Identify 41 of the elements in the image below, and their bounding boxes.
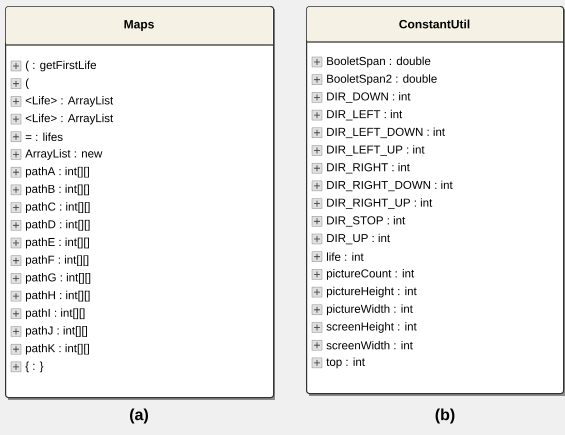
attribute-text: pathH : int[][] <box>26 290 90 302</box>
attribute-text: pathJ : int[][] <box>26 326 88 337</box>
attribute-text: DIR_LEFT_UP : int <box>327 145 425 156</box>
class-name: Maps <box>124 20 154 31</box>
attribute-text: DIR_UP : int <box>327 234 390 244</box>
attribute-text: pathE : int[][] <box>26 238 89 248</box>
attribute-text: ArrayList : new <box>25 149 102 160</box>
attribute-text: DIR_RIGHT_DOWN : int <box>327 180 453 192</box>
attribute-text: BooletSpan : double <box>327 56 430 68</box>
attribute-text: pathB : int[][] <box>26 184 89 196</box>
attribute-text: = : lifes <box>26 132 63 142</box>
attribute-text: pictureHeight : int <box>326 286 417 298</box>
attribute-text: pathD : int[][] <box>26 220 90 231</box>
class-box <box>5 6 275 400</box>
class-name: ConstantUtil <box>399 20 470 28</box>
attribute-text: pathG : int[][] <box>26 273 90 284</box>
attribute-text: DIR_RIGHT_UP : int <box>327 198 432 209</box>
attribute-text: pathC : int[][] <box>26 202 90 213</box>
class-box <box>306 6 565 396</box>
attribute-text: DIR_LEFT_DOWN : int <box>327 128 445 138</box>
attribute-text: ( : getFirstLife <box>26 60 96 72</box>
attribute-text: <Life> : ArrayList <box>26 96 114 107</box>
attribute-text: ( <box>26 78 29 90</box>
attribute-text: DIR_DOWN : int <box>327 92 410 103</box>
caption: (b) <box>436 408 454 424</box>
attribute-text: <Life> : ArrayList <box>26 114 114 124</box>
attribute-text: pictureCount : int <box>326 269 414 280</box>
attribute-text: pathA : int[][] <box>26 166 89 178</box>
attribute-text: pathI : int[][] <box>26 308 84 320</box>
attribute-text: BooletSpan2 : double <box>327 74 437 86</box>
attribute-text: DIR_RIGHT : int <box>327 162 410 174</box>
attribute-text: life : int <box>326 252 364 261</box>
attribute-text: DIR_STOP : int <box>327 216 406 227</box>
attribute-text: pathK : int[][] <box>26 344 89 355</box>
attribute-text: DIR_LEFT : int <box>327 110 402 120</box>
attribute-text: screenWidth : int <box>326 340 413 350</box>
attribute-text: screenHeight : int <box>326 322 417 333</box>
attribute-text: { : } <box>25 362 44 372</box>
attribute-text: top : int <box>326 358 365 368</box>
attribute-text: pathF : int[][] <box>26 255 88 266</box>
attribute-text: pictureWidth : int <box>326 304 413 316</box>
